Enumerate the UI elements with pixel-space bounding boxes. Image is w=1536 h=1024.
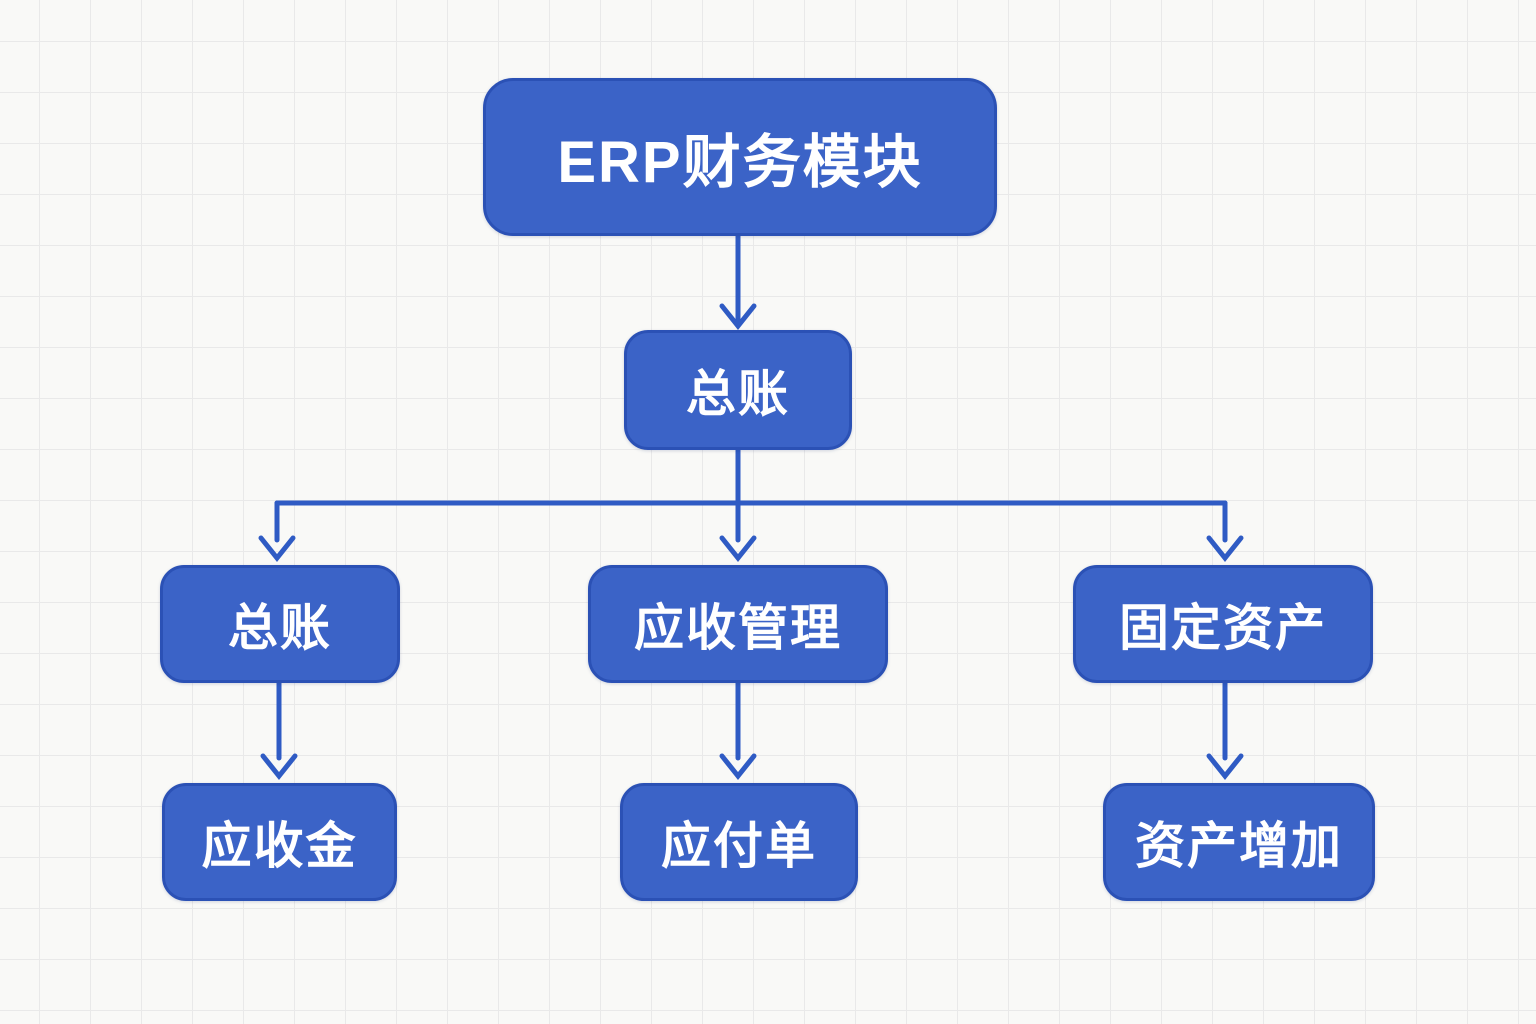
node-asset-addition: 资产增加 [1103, 783, 1375, 901]
node-general-ledger-level2: 总账 [624, 330, 852, 450]
node-fixed-assets-label: 固定资产 [1119, 600, 1327, 656]
arrowhead-to-l3-fa [1206, 535, 1244, 563]
arrowhead-to-l4-arm [260, 753, 298, 781]
node-general-ledger-level3-label: 总账 [228, 600, 332, 656]
node-asset-addition-label: 资产增加 [1135, 818, 1343, 874]
node-receivables-management: 应收管理 [588, 565, 888, 683]
arrowhead-root-to-l2 [719, 303, 757, 331]
arrowhead-to-l3-gl [258, 535, 296, 563]
node-payable-document: 应付单 [620, 783, 858, 901]
arrowhead-to-l3-ar [719, 535, 757, 563]
node-receivable-amount: 应收金 [162, 783, 397, 901]
node-general-ledger-level3: 总账 [160, 565, 400, 683]
node-receivables-management-label: 应收管理 [634, 600, 842, 656]
node-erp-finance-module-label: ERP财务模块 [557, 130, 923, 195]
arrowhead-to-l4-ap [719, 753, 757, 781]
node-payable-document-label: 应付单 [661, 818, 817, 874]
node-receivable-amount-label: 应收金 [201, 818, 358, 874]
node-fixed-assets: 固定资产 [1073, 565, 1373, 683]
arrowhead-to-l4-aa [1206, 753, 1244, 781]
node-general-ledger-level2-label: 总账 [686, 366, 790, 422]
node-erp-finance-module: ERP财务模块 [483, 78, 997, 236]
